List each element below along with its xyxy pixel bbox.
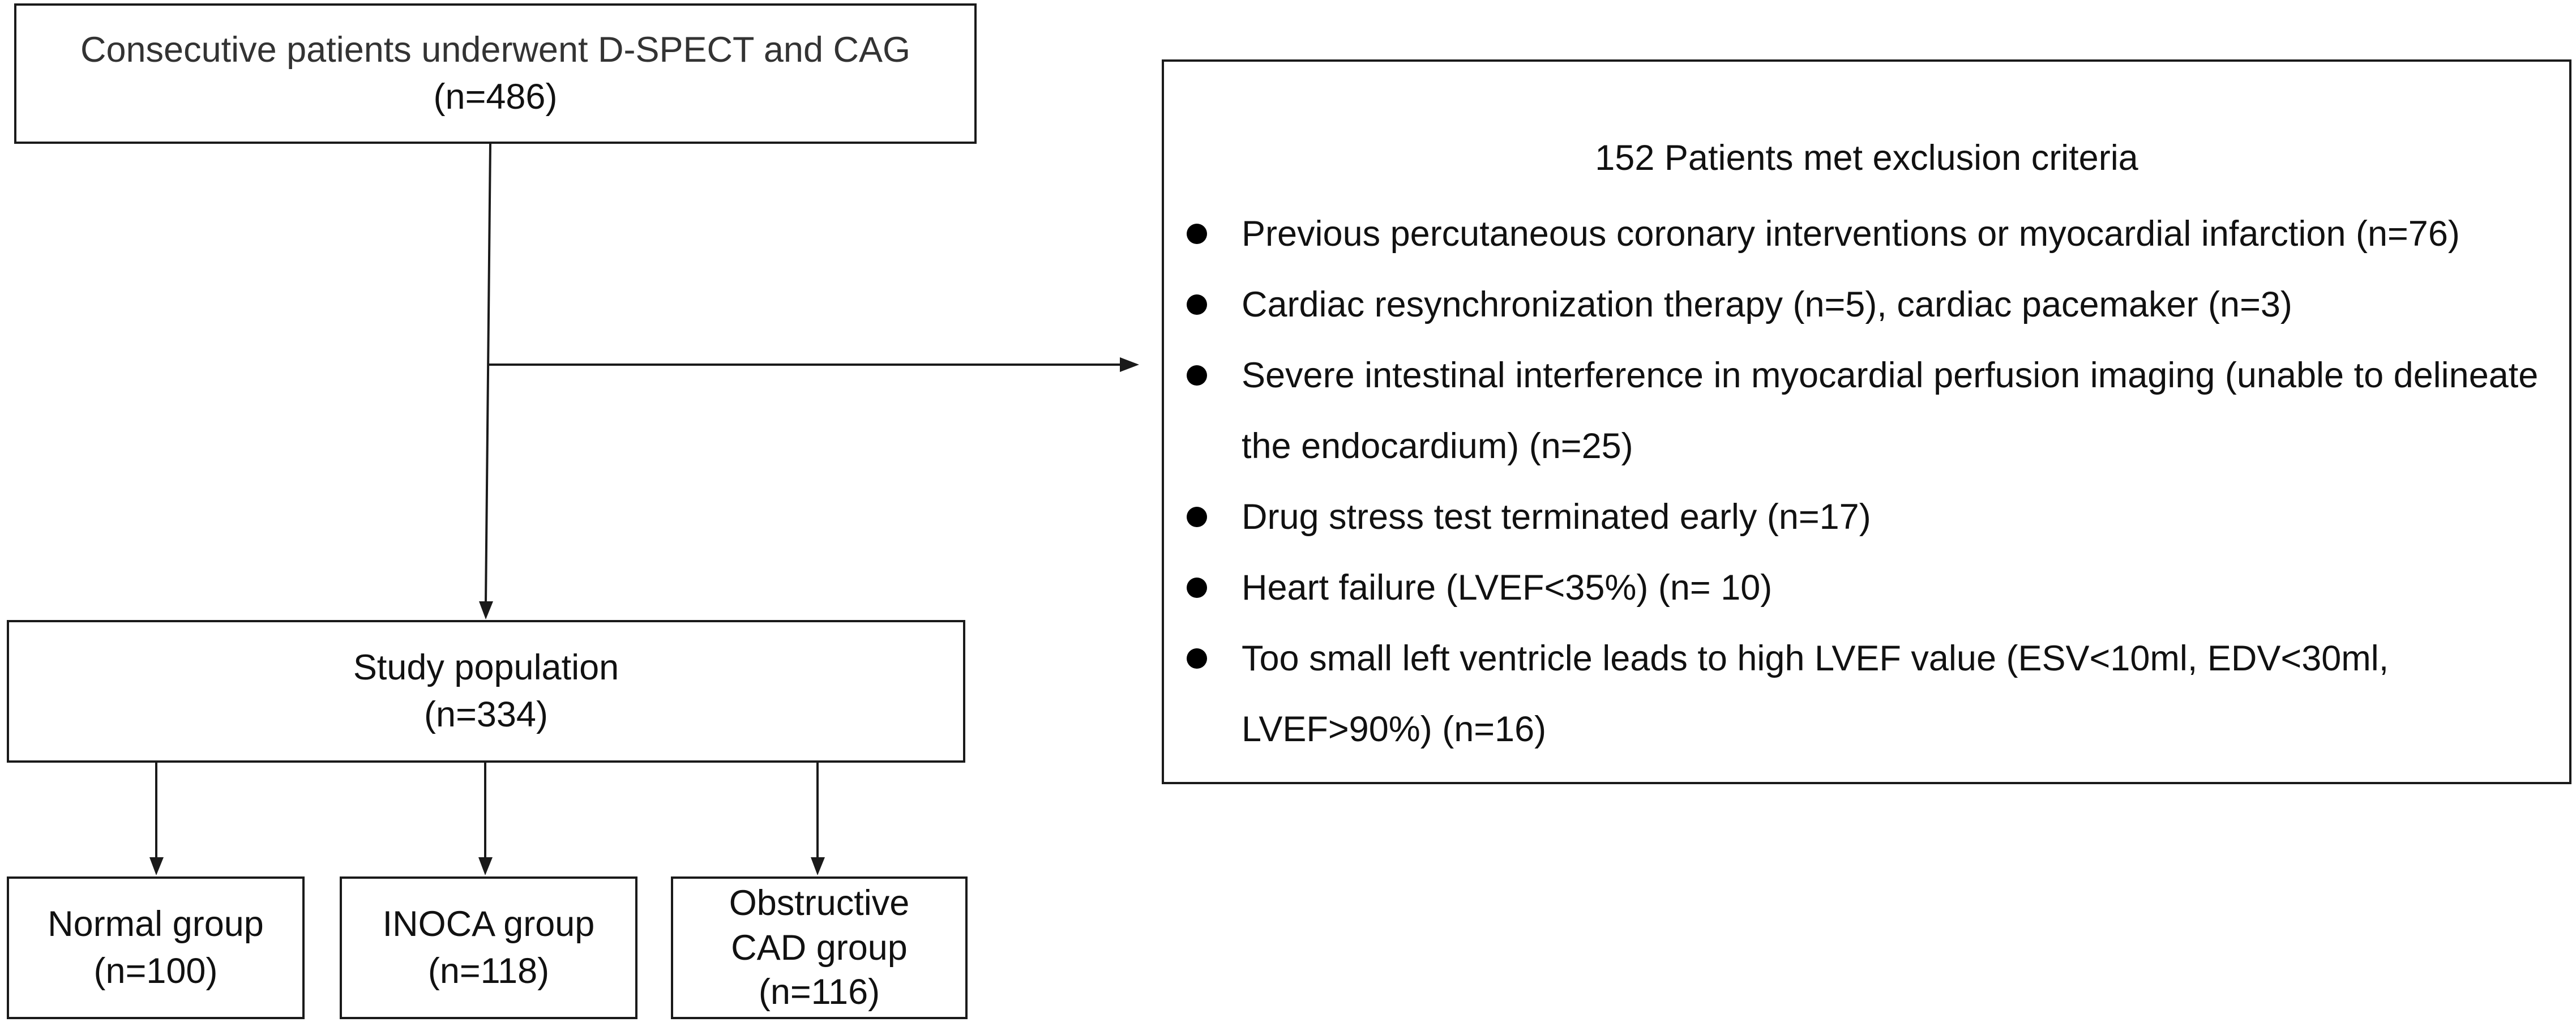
inoca-group-box: INOCA group (n=118)	[340, 876, 637, 1019]
arrowhead-inoca	[478, 857, 493, 875]
exclusion-item-crt-pacemaker: Cardiac resynchronization therapy (n=5),…	[1187, 270, 2552, 340]
bullet-icon	[1187, 294, 1207, 315]
study-population-box: Study population (n=334)	[7, 620, 965, 763]
arrow-source-to-study	[485, 143, 491, 604]
source-population-label: Consecutive patients underwent D-SPECT a…	[80, 29, 911, 70]
obstructive-cad-group-box: Obstructive CAD group (n=116)	[671, 876, 968, 1019]
exclusion-item-text: Previous percutaneous coronary intervent…	[1242, 214, 2460, 254]
exclusion-item-stress-test-terminated: Drug stress test terminated early (n=17)	[1187, 482, 2552, 553]
study-population-label: Study population	[353, 647, 619, 687]
inoca-group-count: (n=118)	[427, 951, 550, 991]
source-population-box: Consecutive patients underwent D-SPECT a…	[14, 3, 977, 144]
exclusion-criteria-list: Previous percutaneous coronary intervent…	[1187, 199, 2552, 765]
inoca-group-label: INOCA group	[382, 904, 595, 944]
obstructive-cad-group-label-line1: Obstructive	[729, 883, 910, 923]
exclusion-item-intestinal-interference: Severe intestinal interference in myocar…	[1187, 340, 2552, 482]
arrowhead-normal	[149, 857, 164, 875]
exclusion-item-heart-failure: Heart failure (LVEF<35%) (n= 10)	[1187, 553, 2552, 623]
exclusion-item-text: Drug stress test terminated early (n=17)	[1242, 497, 1871, 537]
arrowhead-study	[479, 601, 493, 619]
exclusion-criteria-box: 152 Patients met exclusion criteria Prev…	[1162, 59, 2571, 784]
exclusion-item-prior-pci-mi: Previous percutaneous coronary intervent…	[1187, 199, 2552, 270]
exclusion-criteria-title: 152 Patients met exclusion criteria	[1595, 138, 2138, 178]
exclusion-item-small-left-ventricle: Too small left ventricle leads to high L…	[1187, 623, 2552, 765]
obstructive-cad-group-count: (n=116)	[758, 972, 880, 1012]
exclusion-item-text: Cardiac resynchronization therapy (n=5),…	[1242, 285, 2292, 324]
exclusion-item-text: Heart failure (LVEF<35%) (n= 10)	[1242, 568, 1773, 608]
bullet-icon	[1187, 578, 1207, 598]
normal-group-label: Normal group	[48, 904, 264, 944]
bullet-icon	[1187, 648, 1207, 669]
study-population-count: (n=334)	[424, 695, 548, 734]
obstructive-cad-group-label-line2: CAD group	[731, 927, 908, 968]
exclusion-item-text: Too small left ventricle leads to high L…	[1242, 639, 2389, 749]
source-population-count: (n=486)	[433, 77, 558, 117]
normal-group-count: (n=100)	[93, 951, 218, 991]
arrowhead-exclusion	[1120, 357, 1139, 372]
bullet-icon	[1187, 224, 1207, 244]
bullet-icon	[1187, 365, 1207, 386]
normal-group-box: Normal group (n=100)	[7, 876, 305, 1019]
exclusion-item-text: Severe intestinal interference in myocar…	[1242, 356, 2539, 466]
arrowhead-obstructive	[811, 857, 825, 875]
bullet-icon	[1187, 507, 1207, 527]
